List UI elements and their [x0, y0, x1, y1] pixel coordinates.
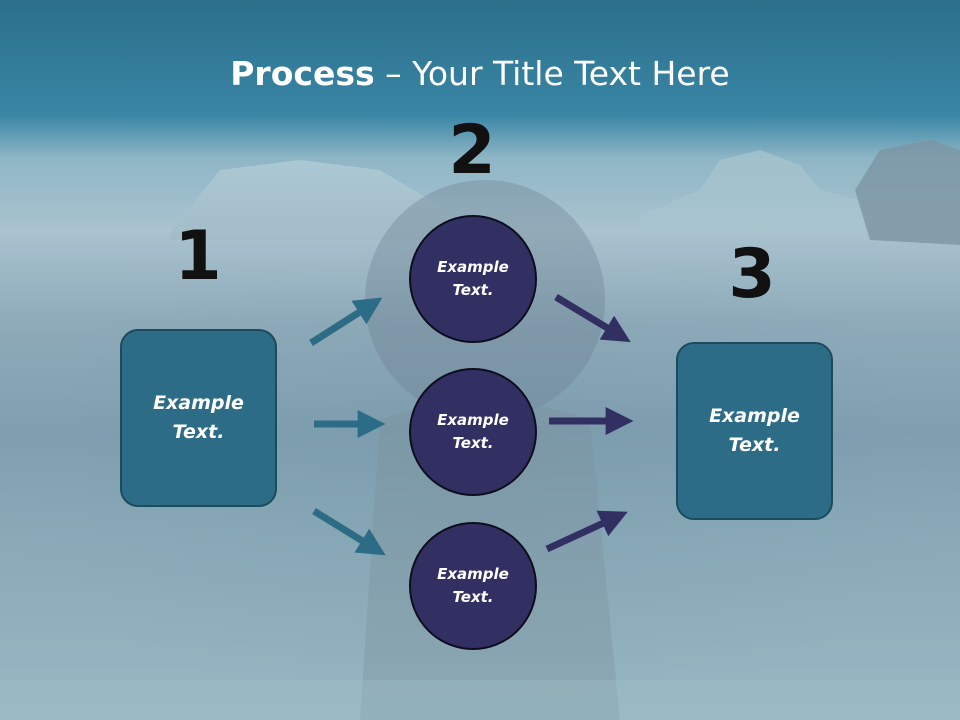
circle-middle-text: Example Text.: [437, 409, 509, 455]
step-number-1: 1: [174, 217, 222, 296]
circle-middle-line-2: Text.: [452, 434, 494, 452]
left-step-line-1: Example: [153, 392, 244, 414]
circle-middle: Example Text.: [409, 368, 537, 496]
circle-middle-line-1: Example: [437, 411, 509, 429]
right-step-line-1: Example: [709, 405, 800, 427]
circle-top-line-2: Text.: [452, 281, 494, 299]
right-step-text: Example Text.: [709, 402, 800, 460]
circle-top: Example Text.: [409, 215, 537, 343]
step-number-3: 3: [728, 235, 776, 314]
title-rest: – Your Title Text Here: [374, 54, 730, 93]
circle-bottom: Example Text.: [409, 522, 537, 650]
right-step-line-2: Text.: [728, 434, 781, 456]
circle-top-text: Example Text.: [437, 256, 509, 302]
circle-bottom-text: Example Text.: [437, 563, 509, 609]
circle-bottom-line-1: Example: [437, 565, 509, 583]
slide-title: Process – Your Title Text Here: [0, 52, 960, 96]
title-bold: Process: [230, 54, 375, 93]
rock-shape: [855, 140, 960, 245]
arrow-top-to-right: [554, 294, 631, 343]
step-number-2: 2: [448, 111, 496, 190]
left-step-box: Example Text.: [120, 329, 277, 507]
left-step-line-2: Text.: [172, 421, 225, 443]
arrow-left-to-bottom: [312, 508, 386, 556]
circle-bottom-line-2: Text.: [452, 588, 494, 606]
right-step-box: Example Text.: [676, 342, 833, 520]
water-shimmer: [0, 680, 960, 720]
left-step-text: Example Text.: [153, 389, 244, 447]
rock-shape: [170, 160, 470, 240]
rock-shape: [640, 150, 870, 232]
arrow-bottom-to-right: [545, 510, 628, 553]
arrow-left-to-top: [309, 297, 383, 346]
circle-top-line-1: Example: [437, 258, 509, 276]
